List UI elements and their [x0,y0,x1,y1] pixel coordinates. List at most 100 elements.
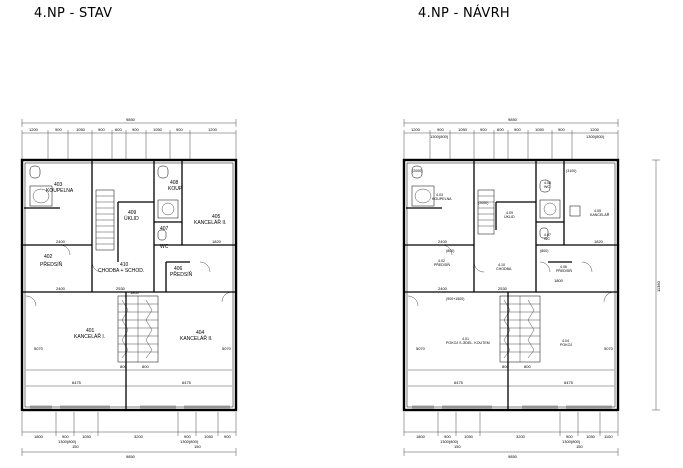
room-labels: 4.03 KOUPELNA 4.08 WC 4.05 KANCELÁŘ 4.09… [432,181,610,347]
room-number: 409 [128,210,137,216]
dim-text: 1050 [464,434,474,439]
plan-existing: 9850 1200 900 1050 900 600 900 1050 900 … [20,117,238,459]
dim-text: 1300(800) [562,439,581,444]
dim-text: 9850 [508,117,518,122]
dim-text: 11380 [656,280,661,292]
dim-text: 1820 [594,239,604,244]
dim-text: 900 [480,127,487,132]
room-number: 406 [174,266,183,272]
dim-text: 5070 [222,346,232,351]
room-name: POKOJ S JÍDEL. KOUTEM [446,341,490,345]
dim-text: 1800 [416,434,426,439]
room-number: 410 [120,262,129,268]
room-number: 4.10 [498,263,505,267]
room-number: 4.03 [436,193,443,197]
room-number: 4.04 [562,339,569,343]
top-overall-dimension: 9850 [21,117,237,127]
dim-text: 900 [55,127,62,132]
dim-text: 800 [120,364,127,369]
room-name: KANCELÁŘ I. [74,332,105,340]
partitions [22,160,236,410]
dim-text: 1050 [204,434,214,439]
room-name: WC [544,185,550,189]
dim-text: 150 [194,444,201,449]
bottom-dimensions: 1800 900 1050 3200 900 1050 1100 1300(80… [403,412,619,459]
top-overall-dimension: 9850 [403,117,619,127]
dim-text: 5070 [34,346,44,351]
plan-title-existing: 4.NP - STAV [34,6,113,21]
top-partial-dimensions: 1200 900 1050 900 600 900 1050 900 1200 … [403,127,619,160]
door-tag: (800) [540,249,548,253]
door-tag: (900+1500) [446,297,464,301]
dim-text: 900 [132,127,139,132]
dim-text: 5070 [604,346,614,351]
room-number: 408 [170,180,179,186]
room-name: CHODBA [496,267,512,271]
room-number: 4.02 [438,259,445,263]
top-partial-dimensions: 1200 900 1050 900 600 900 1050 900 1200 [21,127,237,160]
dim-text: 900 [437,127,444,132]
room-name: PŘEDSÍŇ [170,270,193,278]
room-name: PŘEDSÍŇ [434,262,450,267]
dim-text: 900 [62,434,69,439]
room-name: CHODBA + SCHOD. [98,268,144,274]
dim-text: 900 [98,127,105,132]
windows [408,369,614,409]
dim-text: 600 [115,127,122,132]
dim-text: 1300(800) [430,134,449,139]
dim-text: 3200 [516,434,526,439]
dim-text: 1800 [554,278,564,283]
room-number: 401 [86,328,95,334]
room-number: 4.05 [594,209,601,213]
room-name: ÚKLID [124,215,139,222]
dim-text: 2400 [56,239,66,244]
dim-text: 1300(800) [440,439,459,444]
stair [477,189,541,363]
dim-text: 2400 [56,286,66,291]
dim-text: 1050 [76,127,86,132]
dim-text: 1300(800) [586,134,605,139]
room-name: KANCELÁŘ II. [180,334,213,342]
dim-text: 800 [142,364,149,369]
dim-text: 2530 [498,286,508,291]
door-tag: (2000) [412,169,422,173]
room-labels: 403 KOUPELNA 408 KOUP. 409 ÚKLID 405 KAN… [40,180,227,342]
plan-proposed: 9850 1200 900 1050 900 600 900 1050 900 … [402,117,661,459]
room-name: WC [544,237,550,241]
dim-text: 900 [444,434,451,439]
dim-text: 2530 [116,286,126,291]
door-tags: (2000) (2000) (3100) (800) (800) (900+15… [412,169,576,301]
room-number: 404 [196,330,205,336]
room-number: 402 [44,254,53,260]
dim-text: 150 [576,444,583,449]
dim-text: 1100 [604,434,613,439]
room-number: 4.01 [462,337,469,341]
room-number: 4.06 [560,265,567,269]
dim-text: 2400 [438,286,448,291]
outer-walls [20,158,238,412]
dim-text: 9850 [508,454,518,459]
dim-text: 1200 [590,127,600,132]
room-number: 4.07 [544,233,551,237]
room-name: KANCELÁŘ [590,212,610,217]
door-tag: (2000) [478,201,488,205]
room-name: KOUPELNA [46,188,74,194]
dim-text: 900 [558,127,565,132]
room-name: POKOJ [560,343,572,347]
dim-text: 5070 [416,346,426,351]
room-number: 407 [160,226,169,232]
room-name: ÚKLID [504,214,515,219]
dim-text: 2400 [438,239,448,244]
door-tag: (800) [446,249,454,253]
door-swings [407,244,615,307]
sanitary-fixtures [29,165,179,241]
room-number: 405 [212,214,221,220]
dim-text: 9850 [126,117,136,122]
dim-text: 150 [454,444,461,449]
dim-text: 1820 [212,239,222,244]
room-name: PŘEDSÍŇ [556,268,572,273]
room-number: 403 [54,182,63,188]
dim-text: 6475 [72,380,82,385]
dim-text: 900 [224,434,231,439]
